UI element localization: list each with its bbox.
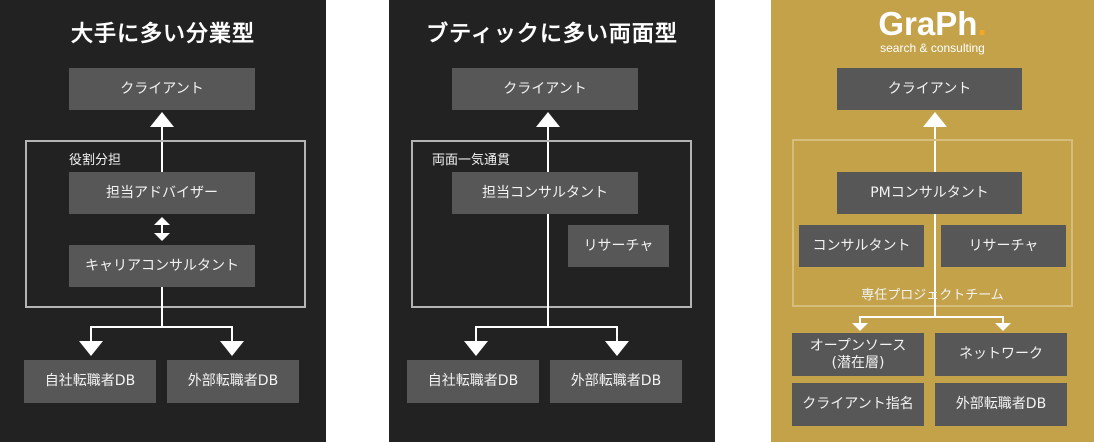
- researcher-box: リサーチャ: [568, 225, 669, 267]
- connector-line: [547, 214, 549, 328]
- arrow-down-icon: [995, 323, 1011, 331]
- arrow-up-icon: [536, 112, 560, 127]
- source-box-external-db: 外部転職者DB: [167, 360, 299, 403]
- double-arrow-icon-bottom: [154, 233, 170, 241]
- arrow-down-icon: [464, 341, 488, 356]
- source-box-network: ネットワーク: [935, 333, 1067, 376]
- source-box-external-db: 外部転職者DB: [550, 360, 682, 403]
- connector-line: [934, 126, 936, 172]
- branch-right: [616, 326, 618, 342]
- branch-line: [90, 326, 233, 328]
- connector-line: [547, 126, 549, 172]
- frame-label: 役割分担: [69, 153, 122, 168]
- arrow-down-icon: [605, 341, 629, 356]
- researcher-box: リサーチャ: [941, 225, 1066, 267]
- panel-full-cycle: ブティックに多い両面型 クライアント 両面一気通貫 担当コンサルタント リサーチ…: [389, 0, 715, 442]
- advisor-box: 担当アドバイザー: [69, 172, 255, 214]
- branch-left: [475, 326, 477, 342]
- source-box-internal-db: 自社転職者DB: [407, 360, 539, 403]
- consultant-box: 担当コンサルタント: [452, 172, 638, 214]
- project-team-frame: [792, 139, 1073, 307]
- frame-label: 両面一気通貫: [432, 153, 511, 168]
- source-box-client-referral: クライアント指名: [792, 383, 924, 426]
- panel-title: 大手に多い分業型: [70, 21, 255, 47]
- branch-line: [859, 316, 1004, 318]
- panel-graph-project-team: GraPh. search & consulting クライアント PMコンサル…: [771, 0, 1094, 442]
- double-arrow-icon: [154, 217, 170, 225]
- logo-tagline: search & consulting: [880, 41, 985, 55]
- role-frame: [411, 140, 692, 308]
- logo-name: GraPh: [878, 5, 978, 42]
- source-sublabel: (潜在層): [831, 354, 885, 371]
- client-box: クライアント: [452, 68, 638, 110]
- arrow-up-icon: [150, 112, 174, 127]
- branch-line: [475, 326, 618, 328]
- branch-left: [90, 326, 92, 342]
- client-box: クライアント: [69, 68, 255, 110]
- frame-label: 専任プロジェクトチーム: [861, 288, 1004, 303]
- arrow-down-icon: [852, 323, 868, 331]
- source-label: オープンソース: [809, 337, 907, 354]
- career-consultant-box: キャリアコンサルタント: [69, 245, 255, 287]
- panel-title: ブティックに多い両面型: [426, 21, 678, 47]
- connector-line: [934, 214, 936, 318]
- branch-right: [1002, 316, 1004, 324]
- panel-division-of-labor: 大手に多い分業型 クライアント 役割分担 担当アドバイザー キャリアコンサルタン…: [0, 0, 326, 442]
- branch-left: [859, 316, 861, 324]
- consultant-box: コンサルタント: [799, 225, 924, 267]
- pm-consultant-box: PMコンサルタント: [837, 172, 1022, 214]
- branch-right: [231, 326, 233, 342]
- role-frame: [25, 140, 306, 308]
- source-box-open-source: オープンソース (潜在層): [792, 333, 924, 376]
- graph-logo: GraPh. search & consulting: [771, 6, 1094, 55]
- double-arrow-shaft: [161, 224, 163, 234]
- arrow-up-icon: [923, 112, 947, 127]
- arrow-down-icon: [79, 341, 103, 356]
- logo-dot: .: [977, 5, 987, 42]
- source-box-internal-db: 自社転職者DB: [24, 360, 156, 403]
- arrow-down-icon: [220, 341, 244, 356]
- connector-line: [161, 126, 163, 172]
- source-box-external-db: 外部転職者DB: [935, 383, 1067, 426]
- client-box: クライアント: [837, 68, 1022, 110]
- connector-line: [161, 287, 163, 328]
